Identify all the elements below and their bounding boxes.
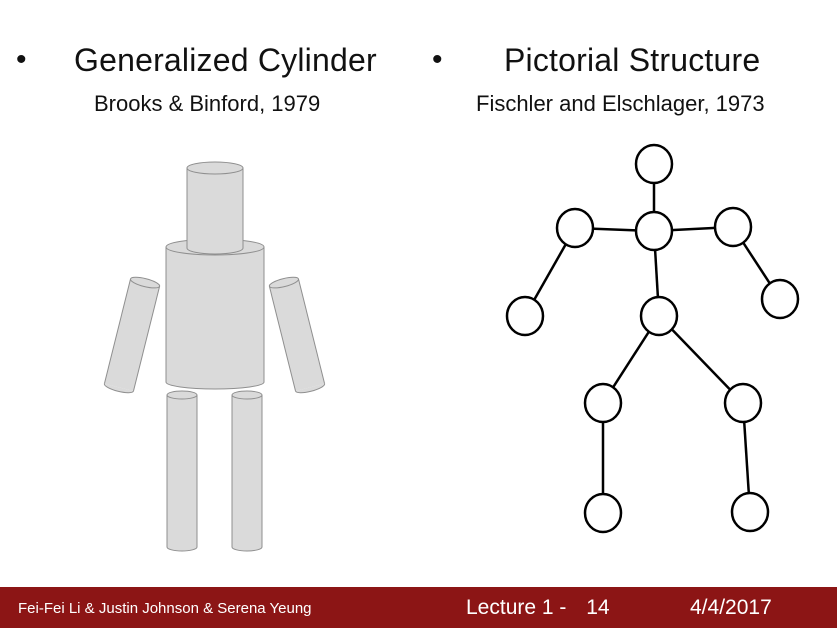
left-leg-cylinder (166, 390, 198, 552)
node-left-hand (505, 295, 545, 337)
node-right-knee (723, 382, 763, 424)
node-right-shoulder (713, 206, 753, 248)
footer-date: 4/4/2017 (690, 596, 772, 619)
node-right-hand (760, 278, 800, 320)
bullet-left: • (16, 43, 27, 76)
lecture-label: Lecture 1 - (466, 596, 567, 619)
footer-lecture: Lecture 1 - 14 (466, 595, 610, 621)
node-right-foot (730, 491, 770, 533)
right-leg-cylinder (231, 390, 263, 552)
generalized-cylinder-title: Generalized Cylinder (74, 42, 377, 78)
node-left-shoulder (555, 207, 595, 249)
node-left-foot (583, 492, 623, 534)
head-cylinder (186, 161, 244, 255)
node-neck (634, 210, 674, 252)
graph-nodes (505, 143, 800, 534)
slide-number: 14 (586, 596, 610, 619)
footer-authors: Fei-Fei Li & Justin Johnson & Serena Yeu… (18, 600, 312, 617)
slide-footer: Fei-Fei Li & Justin Johnson & Serena Yeu… (0, 587, 837, 628)
edge-pelvis-right-knee (658, 315, 744, 404)
fischler-elschlager-citation: Fischler and Elschlager, 1973 (476, 91, 765, 116)
node-left-knee (583, 382, 623, 424)
node-pelvis (639, 295, 679, 337)
torso-cylinder (165, 238, 265, 390)
node-head (634, 143, 674, 185)
pictorial-structure-graph (505, 143, 800, 534)
cylinder-figure (103, 161, 326, 552)
pictorial-structure-title: Pictorial Structure (504, 42, 761, 78)
right-arm-cylinder (268, 276, 326, 394)
brooks-binford-citation: Brooks & Binford, 1979 (94, 91, 321, 116)
bullet-right: • (432, 43, 443, 76)
left-arm-cylinder (103, 276, 161, 394)
